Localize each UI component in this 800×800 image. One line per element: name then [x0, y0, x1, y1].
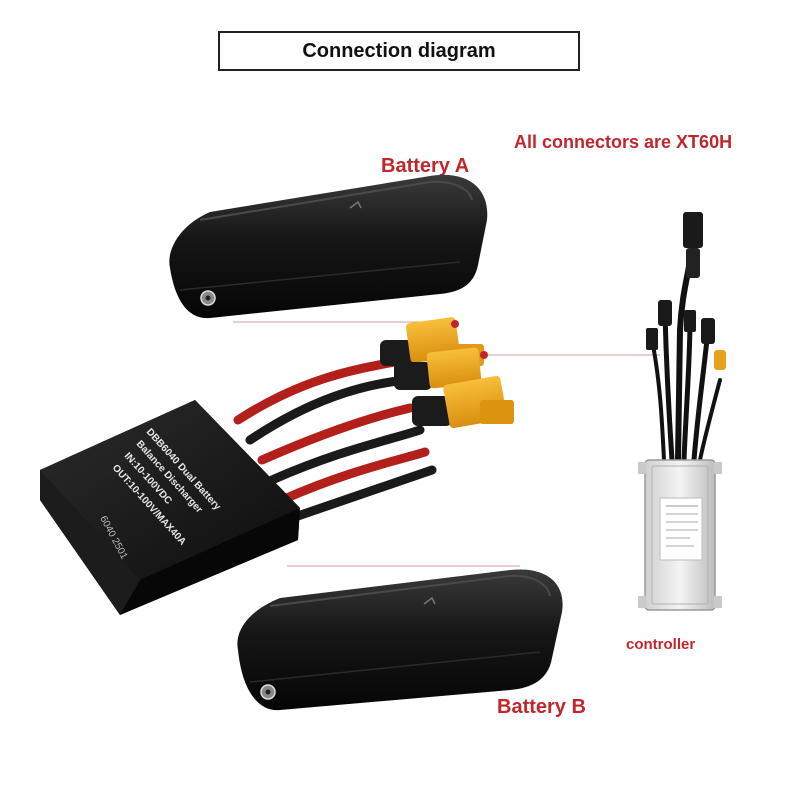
controller-plugs — [646, 212, 726, 370]
battery-b — [237, 569, 563, 711]
battery-b-label: Battery B — [497, 696, 586, 718]
battery-a — [169, 174, 488, 319]
connector-note: All connectors are XT60H — [514, 132, 733, 152]
controller-label: controller — [626, 636, 696, 653]
controller-cables — [650, 237, 722, 463]
diagram-title: Connection diagram — [218, 31, 580, 71]
xt60h-connector-middle — [394, 347, 488, 390]
discharger-wires — [233, 357, 437, 523]
controller — [638, 459, 722, 611]
dual-battery-discharger: DBB6040 Dual Battery Balance Discharger … — [40, 400, 300, 615]
xt60h-connector-bottom — [412, 375, 514, 429]
battery-a-label: Battery A — [381, 155, 470, 177]
